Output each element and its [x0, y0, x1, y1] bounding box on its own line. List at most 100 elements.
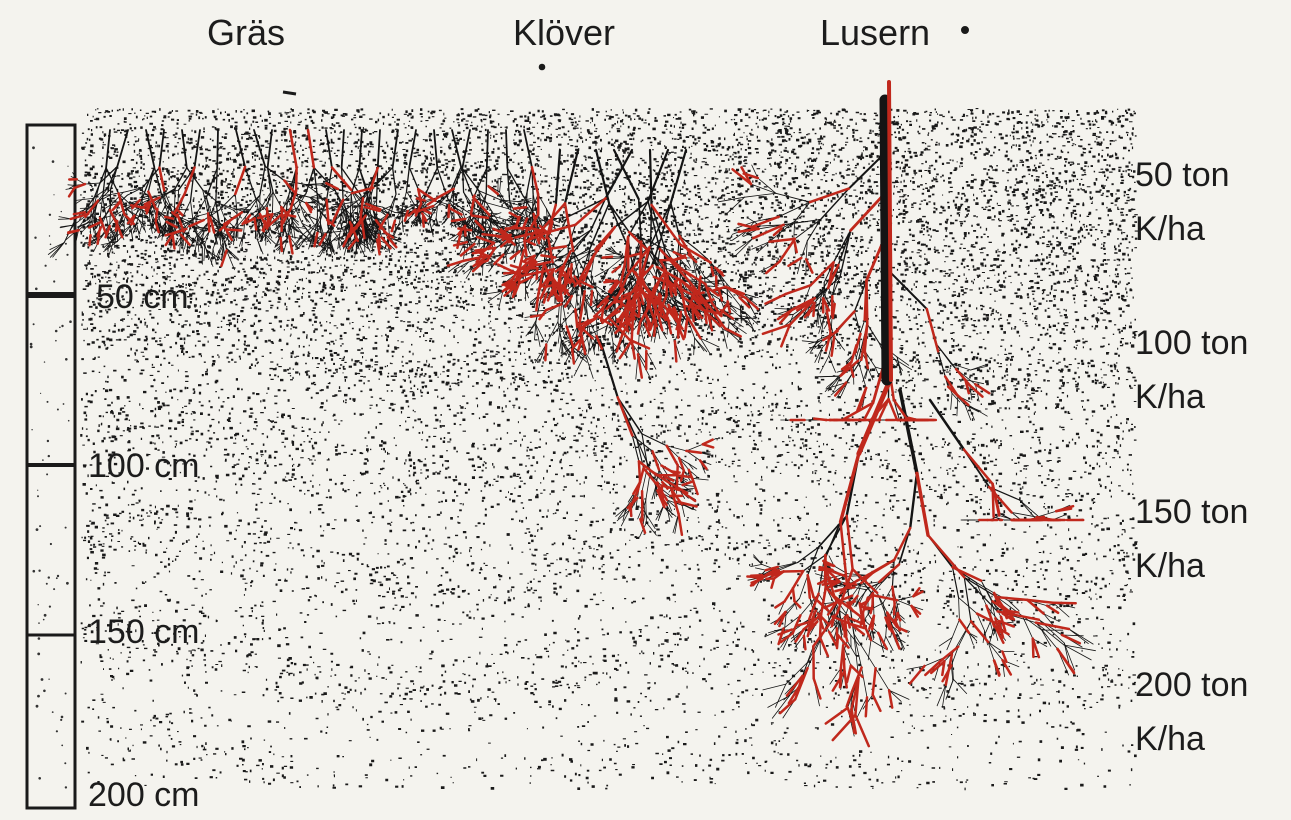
root-highlight-segment [520, 250, 524, 267]
root-segment [507, 168, 523, 196]
root-segment [786, 598, 800, 615]
root-segment [306, 185, 321, 186]
root-highlight-segment [928, 535, 964, 577]
ruler-speck [35, 288, 38, 291]
root-segment [161, 205, 166, 216]
root-segment [1044, 614, 1060, 622]
ruler-speck [65, 786, 67, 788]
root-highlight-segment [1062, 635, 1080, 643]
root-segment [236, 130, 245, 167]
root-segment [862, 668, 867, 698]
root-segment [301, 206, 305, 216]
root-segment [428, 168, 438, 189]
root-highlight-segment [892, 587, 894, 604]
root-segment [682, 504, 685, 516]
ruler-speck [49, 214, 51, 216]
root-highlight-segment [855, 715, 868, 746]
root-highlight-segment [666, 277, 667, 296]
root-highlight-segment [843, 645, 844, 671]
depth-label-50: 50 cm [96, 278, 189, 317]
root-segment [85, 183, 100, 184]
root-highlight-segment [813, 303, 814, 316]
ruler-speck [46, 473, 48, 475]
label-clover: Klöver [513, 12, 615, 54]
root-highlight-segment [679, 514, 682, 535]
ruler-speck [43, 690, 46, 693]
root-segment [454, 167, 463, 189]
root-segment [883, 587, 892, 603]
root-segment [93, 188, 108, 198]
root-segment [560, 340, 562, 352]
root-segment [695, 338, 704, 351]
root-segment [988, 642, 994, 661]
root-highlight-segment [772, 579, 775, 588]
root-highlight-segment [780, 239, 795, 262]
root-highlight-segment [959, 620, 969, 633]
root-highlight-segment [786, 285, 811, 294]
root-segment [1012, 512, 1037, 517]
root-segment [268, 130, 272, 168]
ruler-speck [36, 705, 39, 708]
root-mass-value: 150 ton [1135, 485, 1248, 539]
root-segment [605, 254, 615, 255]
root-segment [407, 167, 410, 191]
root-segment [754, 557, 762, 565]
root-highlight-segment [796, 630, 804, 642]
root-segment [402, 221, 403, 229]
ruler-speck [38, 637, 41, 640]
root-highlight-segment [832, 337, 835, 356]
root-segment [952, 620, 959, 638]
ruler-speck [59, 327, 61, 329]
root-segment [513, 240, 515, 254]
root-segment [818, 348, 822, 363]
root-highlight-segment [514, 207, 526, 208]
root-segment [694, 338, 695, 355]
root-mass-unit: K/ha [1135, 370, 1248, 424]
ruler-speckles [30, 146, 72, 788]
root-segment [359, 130, 362, 168]
ruler-speck [68, 420, 70, 422]
root-highlight-segment [844, 584, 855, 585]
ruler-speck [37, 695, 40, 698]
ruler-speck [65, 243, 67, 245]
root-segment [755, 568, 765, 570]
root-segment [442, 217, 449, 224]
root-highlight-segment [98, 227, 101, 236]
root-highlight-segment [379, 235, 380, 248]
root-highlight-segment [821, 587, 826, 614]
root-segment [464, 266, 474, 274]
ruler-speck [44, 614, 47, 617]
root-segment [953, 679, 966, 693]
root-highlight-segment [173, 235, 175, 249]
root-segment [829, 356, 836, 372]
root-mass-150: 150 ton K/ha [1135, 485, 1248, 594]
ruler-speck [38, 604, 39, 605]
root-highlight-segment [165, 217, 173, 219]
root-segment [646, 500, 647, 523]
root-segment [378, 130, 380, 168]
root-highlight-segment [898, 613, 901, 620]
root-segment [689, 464, 697, 469]
root-highlight-segment [537, 269, 538, 279]
root-highlight-segment [866, 697, 867, 716]
root-segment [536, 324, 541, 347]
root-segment [574, 354, 585, 376]
lucerne-taproot [885, 82, 891, 380]
root-segment [535, 245, 547, 250]
root-mass-unit: K/ha [1135, 539, 1248, 593]
root-segment [182, 201, 191, 220]
ruler-speck [52, 711, 54, 713]
root-segment [692, 478, 708, 480]
root-segment [195, 130, 201, 168]
ruler-speck [44, 361, 45, 362]
root-segment [326, 130, 332, 168]
root-segment [642, 434, 667, 446]
root-segment [751, 184, 776, 193]
root-mass-unit: K/ha [1135, 712, 1248, 766]
ruler-speck [33, 323, 35, 325]
root-mass-unit: K/ha [1135, 202, 1230, 256]
root-highlight-segment [208, 213, 209, 231]
root-highlight-segment [971, 621, 988, 642]
root-highlight-segment [654, 320, 656, 336]
ruler-speck [48, 455, 50, 457]
